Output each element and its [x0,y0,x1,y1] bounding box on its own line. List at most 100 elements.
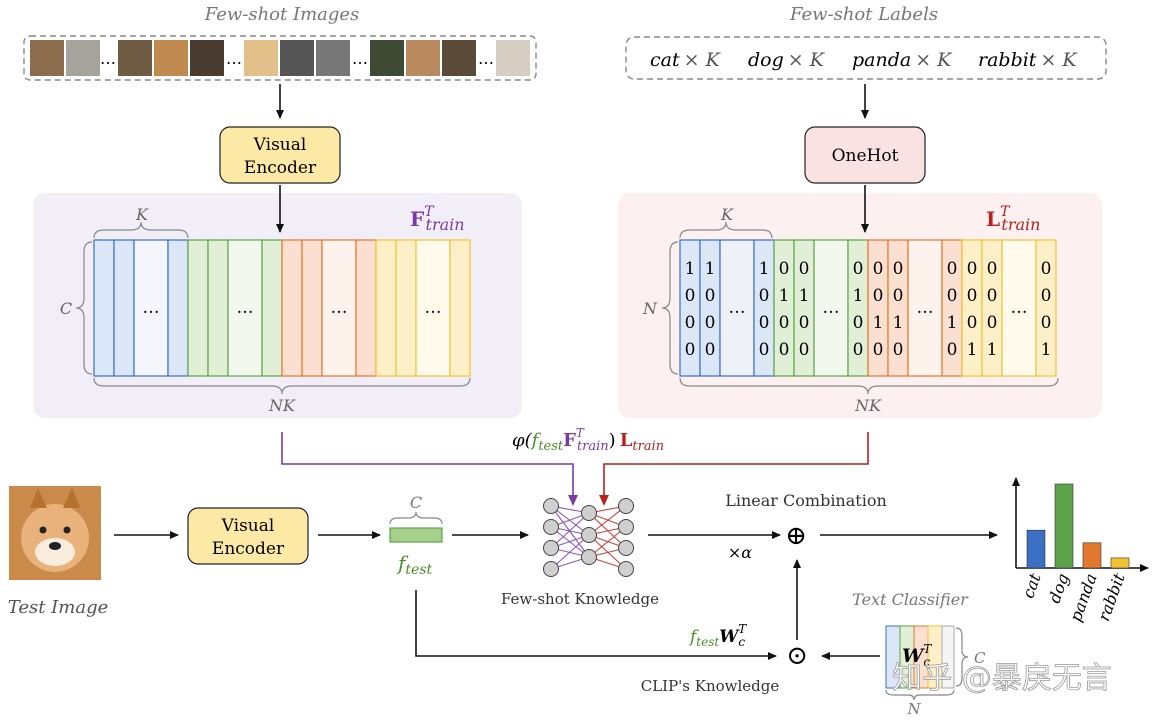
chart-bar-rabbit [1110,557,1130,569]
few-shot-image-thumbnails: … … … … [30,40,530,76]
thumbs-dots-4: … [478,49,494,68]
thumb-cat-2 [66,40,100,76]
feature-c-brace [75,241,93,375]
label-matrix-cell: 1 [1041,340,1052,360]
few-shot-label-list: cat× K dog× K panda× K rabbit× K [650,49,1078,71]
label-matrix-cell: 0 [1041,313,1052,333]
label-matrix-dots: … [1011,298,1028,318]
ftest-c-label: C [410,493,422,512]
label-matrix-cell: 0 [853,313,864,333]
label-matrix-cell: 0 [967,259,978,279]
few-shot-labels-box [625,36,1107,80]
label-nk-label: NK [854,396,882,415]
times-alpha: ×α [728,543,752,562]
label-matrix-cell: 0 [893,259,904,279]
text-classifier-label: Text Classifier [852,590,969,609]
label-n-brace [661,241,679,375]
label-matrix-cell: 0 [705,340,716,360]
red-arrow-labels-to-knowledge [599,432,869,506]
label-dog: dog× K [748,49,826,71]
label-matrix-cell: 0 [799,340,810,360]
label-matrix-gap [1001,239,1037,377]
label-matrix-cell: 1 [967,340,978,360]
thumb-panda-2 [316,40,350,76]
clip-knowledge-label: CLIP's Knowledge [641,677,780,695]
chart-bar-cat [1026,529,1046,569]
label-matrix-cell: 0 [779,340,790,360]
label-nk-brace [679,377,1059,395]
label-matrix-cell: 0 [759,286,770,306]
label-matrix-cell: 0 [967,313,978,333]
visual-encoder-bottom: Visual Encoder [187,507,309,565]
svg-text:Visual: Visual [253,135,307,155]
label-matrix-cell: 0 [987,313,998,333]
label-matrix-cell: 1 [947,313,958,333]
thumbs-dots-1: … [100,49,116,68]
label-matrix-cell: 0 [685,286,696,306]
svg-text:…: … [331,298,348,318]
label-matrix-gap [907,239,943,377]
thumb-panda-3 [370,40,404,76]
label-matrix-cell: 0 [779,259,790,279]
label-matrix-cell: 0 [947,286,958,306]
label-matrix-cell: 0 [705,286,716,306]
few-shot-labels-title: Few-shot Labels [789,4,938,25]
svg-text:…: … [143,298,160,318]
label-matrix-cell: 0 [987,259,998,279]
label-matrix-cell: 0 [779,313,790,333]
label-matrix: 10001000…100001000100…010000100010…00100… [679,239,1057,377]
label-matrix-cell: 0 [1041,286,1052,306]
feature-c-label: C [60,299,72,318]
test-image-label: Test Image [8,597,109,618]
feature-k-brace [93,221,189,239]
linear-combination-label: Linear Combination [725,491,887,510]
label-matrix-column [1035,239,1057,377]
label-matrix-cell: 0 [947,259,958,279]
wc-c-brace [955,627,969,687]
label-matrix-gap [719,239,755,377]
few-shot-knowledge-network [543,498,634,577]
label-matrix-cell: 0 [759,313,770,333]
label-cat: cat× K [650,49,722,71]
label-matrix-cell: 1 [987,340,998,360]
chart-tick-cat: cat [1018,570,1045,600]
label-matrix-cell: 0 [987,286,998,306]
label-matrix-cell: 0 [893,340,904,360]
few-shot-images-title: Few-shot Images [204,4,360,25]
label-matrix-cell: 0 [873,259,884,279]
chart-bar-dog [1054,483,1074,569]
ftest-c-brace [389,511,443,525]
odot-symbol: ⊙ [786,641,808,671]
label-matrix-cell: 0 [759,340,770,360]
feature-matrix: … … … … [93,239,471,377]
svg-text:…: … [237,298,254,318]
few-shot-images-box [23,35,537,81]
label-matrix-dots: … [823,298,840,318]
label-matrix-cell: 0 [799,313,810,333]
label-k-brace [679,221,773,239]
label-matrix-cell: 1 [853,286,864,306]
label-matrix-cell: 0 [1041,259,1052,279]
thumb-panda-1 [280,40,314,76]
thumb-cat-1 [30,40,64,76]
thumb-rabbit-2 [442,40,476,76]
thumb-rabbit-3 [496,40,530,76]
label-matrix-cell: 0 [873,340,884,360]
label-matrix-cell: 1 [873,313,884,333]
label-rabbit: rabbit× K [978,49,1078,71]
label-matrix-cell: 1 [759,259,770,279]
label-matrix-cell: 1 [799,286,810,306]
thumbs-dots-3: … [352,49,368,68]
label-panda: panda× K [852,49,953,71]
chart-bar-panda [1082,542,1102,569]
few-shot-knowledge-label: Few-shot Knowledge [501,590,659,608]
ftest-label: ftest [396,551,433,578]
svg-text:…: … [425,298,442,318]
label-matrix-dots: … [729,298,746,318]
label-matrix-cell: 0 [947,340,958,360]
label-matrix-cell: 0 [685,340,696,360]
